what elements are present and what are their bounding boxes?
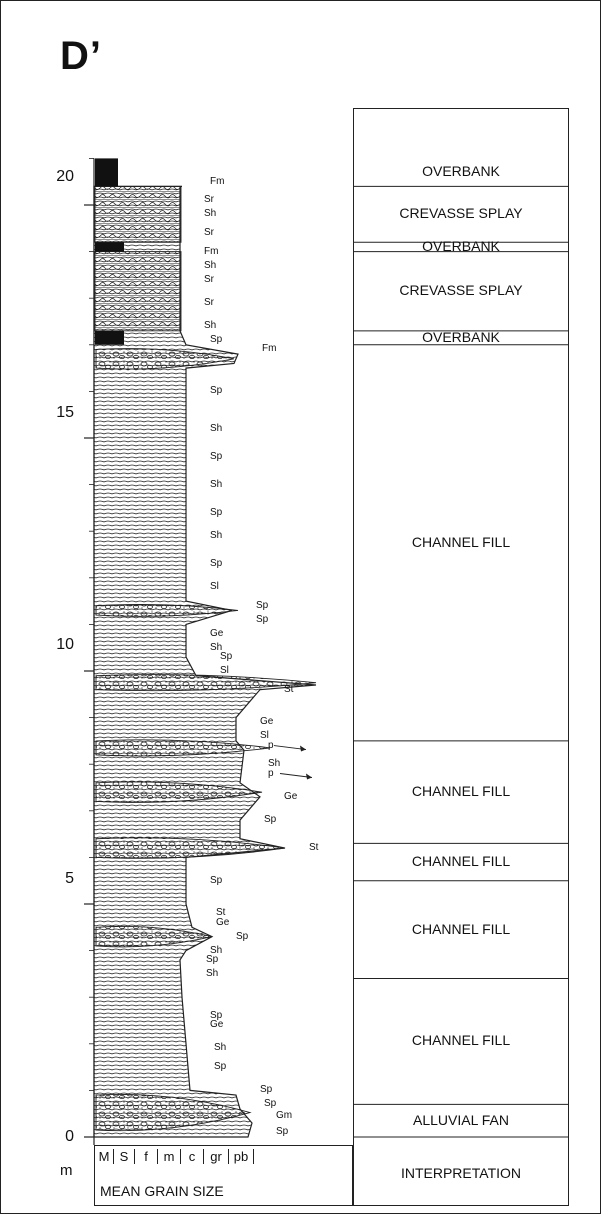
facies-code: Ge — [210, 627, 224, 639]
facies-code: Sp — [210, 450, 223, 462]
facies-code: Sr — [204, 273, 214, 285]
facies-code: Sp — [210, 1009, 223, 1021]
facies-code: St — [309, 842, 319, 854]
facies-code: Sl — [260, 730, 269, 742]
depth-tick-label: 15 — [56, 404, 74, 421]
facies-code: Sp — [260, 1084, 273, 1096]
facies-code: Sh — [210, 478, 223, 490]
gravel-lens — [95, 348, 235, 370]
interpretation-header: INTERPRETATION — [400, 1165, 522, 1181]
interpretation-unit-label: ALLUVIAL FAN — [413, 1111, 509, 1128]
facies-code: Sp — [210, 874, 223, 886]
gravel-lens — [95, 837, 286, 859]
facies-code: Sp — [220, 651, 233, 663]
facies-code: Sh — [204, 320, 217, 332]
facies-code: Sp — [236, 930, 249, 942]
mudstone-bed — [95, 330, 124, 345]
facies-code: Sr — [204, 194, 214, 206]
facies-code: Sh — [210, 529, 223, 541]
facies-code: Sr — [204, 226, 214, 238]
interpretation-unit-label: OVERBANK — [422, 163, 500, 180]
facies-code: Sp — [210, 334, 223, 346]
interpretation-unit-label: CHANNEL FILL — [411, 783, 511, 800]
gravel-lens — [95, 739, 271, 757]
depth-tick-label: 5 — [65, 870, 74, 887]
interpretation-column — [353, 108, 569, 1206]
facies-code: Sh — [210, 944, 223, 956]
gravel-lens — [95, 1093, 252, 1132]
facies-code: St — [216, 907, 226, 919]
facies-code: Ge — [284, 790, 298, 802]
facies-code: Sl — [220, 665, 229, 676]
facies-code: Sh — [206, 967, 219, 979]
depth-tick-label: 20 — [56, 168, 74, 185]
depth-tick-label: 10 — [56, 636, 74, 653]
facies-code: Sp — [214, 1061, 227, 1073]
gravel-lens — [95, 604, 239, 617]
facies-code: Sh — [210, 641, 223, 653]
grain-size-class: c — [181, 1149, 204, 1164]
grain-size-class: M — [95, 1149, 114, 1164]
gravel-lens — [95, 781, 263, 803]
facies-code: St — [284, 683, 294, 695]
interpretation-unit-label: CHANNEL FILL — [411, 920, 511, 937]
grain-size-classes: M S f m c gr pb — [95, 1149, 254, 1164]
gravel-lens — [95, 925, 213, 948]
paleocurrent-arrowhead — [306, 773, 312, 780]
facies-code: Sr — [204, 296, 214, 308]
grain-size-title: MEAN GRAIN SIZE — [100, 1183, 224, 1199]
interpretation-unit-label: CREVASSE SPLAY — [399, 282, 523, 299]
facies-code: Sh — [204, 259, 217, 271]
facies-code: Sh — [214, 1042, 227, 1054]
ripple-interval — [94, 251, 182, 332]
interpretation-unit-label: CHANNEL FILL — [411, 533, 511, 550]
facies-code: Sh — [204, 208, 217, 220]
facies-code: Sp — [210, 385, 223, 397]
facies-code: Sp — [256, 613, 269, 625]
grain-size-class: pb — [229, 1149, 254, 1164]
facies-code: p — [268, 739, 274, 751]
facies-code: Gm — [276, 1110, 293, 1122]
facies-code: p — [268, 767, 274, 779]
depth-unit-label: m — [60, 1162, 73, 1179]
facies-code: Ge — [210, 1019, 224, 1031]
facies-code: Fm — [210, 175, 225, 187]
facies-code: Sp — [276, 1126, 289, 1138]
facies-code: Fm — [262, 343, 277, 355]
interpretation-unit-label: CREVASSE SPLAY — [399, 205, 523, 222]
ripple-interval — [94, 185, 182, 243]
depth-tick-label: 0 — [65, 1128, 74, 1145]
paleocurrent-arrowhead — [300, 745, 306, 752]
facies-code: Sp — [264, 1098, 277, 1110]
facies-code: Sp — [210, 557, 223, 569]
interpretation-unit-label: OVERBANK — [422, 328, 500, 345]
facies-code: Sp — [264, 814, 277, 826]
facies-code: Sh — [210, 422, 223, 434]
grain-size-class: f — [135, 1149, 158, 1164]
facies-code: Fm — [204, 245, 219, 257]
grain-size-class: m — [158, 1149, 181, 1164]
mudstone-bed — [95, 158, 118, 187]
facies-code: Sp — [256, 599, 269, 611]
facies-code: Sp — [210, 506, 223, 518]
grain-size-class: S — [114, 1149, 135, 1164]
interpretation-unit-label: OVERBANK — [422, 237, 500, 254]
facies-code: Ge — [260, 716, 274, 728]
facies-code: Sl — [210, 581, 219, 593]
grain-size-scale — [94, 1145, 353, 1206]
figure-label: D’ — [60, 34, 102, 78]
interpretation-unit-label: CHANNEL FILL — [411, 1032, 511, 1049]
gravel-lens — [95, 674, 317, 692]
facies-code: Sp — [206, 953, 219, 965]
interpretation-unit-label: CHANNEL FILL — [411, 853, 511, 870]
mudstone-bed — [95, 242, 124, 252]
grain-size-class: gr — [204, 1149, 229, 1164]
facies-code: Ge — [216, 916, 230, 928]
facies-code: Sh — [268, 758, 281, 770]
